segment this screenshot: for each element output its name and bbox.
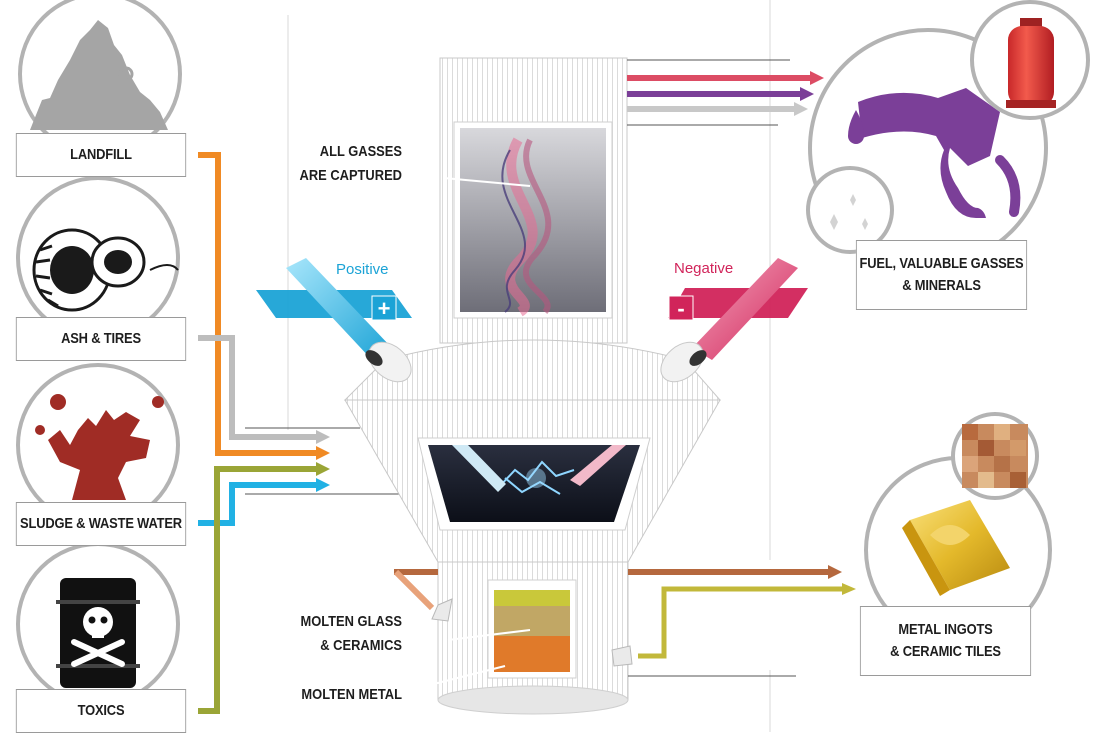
glass-leader <box>447 629 531 641</box>
negative-sign: - <box>677 296 684 321</box>
fuel-label-line2: & MINERALS <box>902 277 981 294</box>
landfill-pile-icon <box>30 20 168 130</box>
sludge-label-text: SLUDGE & WASTE WATER <box>20 515 182 533</box>
gas-tank-circle <box>970 0 1090 120</box>
molten-glass-layer <box>494 606 570 636</box>
gold-ingot-icon <box>902 500 1010 596</box>
fuel-nozzle-icon <box>848 88 1021 218</box>
gas-output-arrows <box>627 59 824 126</box>
fuel-output-label: FUEL, VALUABLE GASSES & MINERALS <box>855 240 1028 310</box>
metal-leader <box>409 665 506 691</box>
ash-tires-label-text: ASH & TIRES <box>61 330 141 348</box>
tires-icon-circle <box>16 176 180 340</box>
landfill-arrow <box>198 152 316 456</box>
input-arrows <box>198 152 400 714</box>
positive-sign: + <box>378 296 391 321</box>
sludge-splash-icon <box>48 410 150 500</box>
negative-electrode <box>660 258 808 383</box>
ceramic-tiles-icon <box>962 424 1028 488</box>
positive-label: Positive <box>336 261 389 278</box>
sludge-icon-circle <box>16 363 180 527</box>
plasma-reactor <box>343 57 722 715</box>
gasses-leader <box>443 177 531 187</box>
tires-icon <box>32 228 179 312</box>
molten-metal-note: MOLTEN METAL <box>271 683 402 707</box>
molten-glass-note: MOLTEN GLASS & CERAMICS <box>271 610 402 658</box>
ingots-label-line1: METAL INGOTS <box>898 621 993 639</box>
glass-note-line2: & CERAMICS <box>320 637 402 654</box>
gas-cylinder-icon <box>1006 18 1056 108</box>
glass-note-line1: MOLTEN GLASS <box>300 613 402 630</box>
sludge-label: SLUDGE & WASTE WATER <box>15 502 187 546</box>
toxic-barrel-icon <box>56 578 140 688</box>
landfill-label: LANDFILL <box>15 133 187 177</box>
fuel-label-line1: FUEL, VALUABLE GASSES <box>859 255 1024 273</box>
toxics-label: TOXICS <box>15 689 187 733</box>
ingots-output-label: METAL INGOTS & CERAMIC TILES <box>859 606 1032 676</box>
metal-note-text: MOLTEN METAL <box>301 686 402 703</box>
gasses-note-line1: ALL GASSES <box>319 143 402 160</box>
mineral-circle <box>806 166 894 254</box>
gasses-captured-note: ALL GASSES ARE CAPTURED <box>271 140 402 188</box>
negative-label: Negative <box>674 260 734 277</box>
landfill-label-text: LANDFILL <box>70 146 132 164</box>
positive-electrode <box>256 258 412 383</box>
plasma-arc <box>497 460 575 495</box>
ash-arrow <box>198 335 316 440</box>
toxics-arrow <box>198 466 316 714</box>
ingots-label-line2: & CERAMIC TILES <box>890 643 1001 660</box>
molten-metal-layer <box>494 636 570 672</box>
landfill-icon-circle <box>18 0 182 156</box>
toxics-label-text: TOXICS <box>77 702 125 720</box>
solid-output-arrows <box>393 565 856 677</box>
gasses-note-line2: ARE CAPTURED <box>299 167 402 184</box>
tiles-circle <box>951 412 1039 500</box>
molten-glass-layer-light <box>494 590 570 606</box>
ash-tires-label: ASH & TIRES <box>15 317 187 361</box>
toxics-icon-circle <box>16 542 180 706</box>
